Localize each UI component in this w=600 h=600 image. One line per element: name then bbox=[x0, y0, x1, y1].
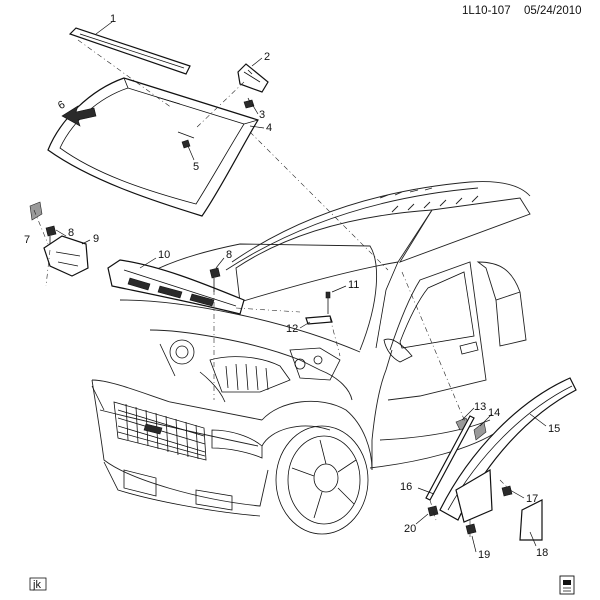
callout-14: 14 bbox=[488, 407, 500, 419]
diagram-date: 05/24/2010 bbox=[524, 5, 582, 17]
front-grille bbox=[113, 401, 207, 461]
svg-text:jk: jk bbox=[32, 579, 41, 591]
callout-8-left: 8 bbox=[68, 227, 74, 239]
vehicle-body bbox=[91, 181, 531, 535]
diagram-code: 1L10-107 bbox=[462, 5, 511, 17]
windshield-glass bbox=[47, 77, 259, 217]
hood-strut-bracket bbox=[325, 291, 331, 314]
callout-5: 5 bbox=[193, 161, 199, 173]
callout-15: 15 bbox=[548, 423, 560, 435]
windshield-upper-molding bbox=[68, 27, 191, 75]
hood-support-rod bbox=[425, 415, 475, 501]
pillar-clip-14 bbox=[473, 421, 487, 441]
callout-19: 19 bbox=[478, 549, 490, 561]
callout-numbers: 1 2 3 4 5 7 8 9 10 8 11 12 13 14 15 16 1… bbox=[24, 13, 560, 561]
author-mark: jk bbox=[29, 577, 47, 591]
callout-8-right: 8 bbox=[226, 249, 232, 261]
cowl-end-cap bbox=[43, 235, 89, 277]
cowl-clip bbox=[29, 201, 43, 221]
cowl-bolt-right bbox=[209, 267, 221, 292]
front-wheel bbox=[275, 425, 369, 535]
cowl-vent-panel bbox=[107, 259, 245, 315]
forward-direction-arrow: 6 bbox=[56, 99, 97, 127]
roof-rail bbox=[379, 187, 479, 213]
callout-13: 13 bbox=[474, 401, 486, 413]
callout-16: 16 bbox=[400, 481, 412, 493]
callout-10: 10 bbox=[158, 249, 170, 261]
callout-9: 9 bbox=[93, 233, 99, 245]
leader-lines bbox=[33, 21, 547, 553]
rod-nut-20 bbox=[427, 505, 439, 517]
push-pin-19 bbox=[465, 523, 477, 535]
front-door bbox=[383, 261, 487, 401]
callout-12: 12 bbox=[286, 323, 298, 335]
callout-11: 11 bbox=[348, 279, 359, 291]
callout-2: 2 bbox=[264, 51, 270, 63]
callout-20: 20 bbox=[404, 523, 416, 535]
bracket-screw bbox=[243, 97, 255, 109]
callout-7: 7 bbox=[24, 234, 30, 246]
mirror-bracket bbox=[237, 63, 269, 93]
gravel-shield bbox=[519, 499, 543, 541]
callout-4: 4 bbox=[266, 122, 272, 134]
arrow-label: 6 bbox=[56, 99, 67, 112]
callout-3: 3 bbox=[259, 109, 265, 121]
callout-1: 1 bbox=[110, 13, 116, 25]
engine-bay bbox=[159, 339, 341, 403]
callout-18: 18 bbox=[536, 547, 548, 559]
wheel-opening-molding bbox=[439, 377, 577, 523]
callout-17: 17 bbox=[526, 493, 538, 505]
document-icon bbox=[559, 575, 575, 595]
molding-screw-17 bbox=[501, 485, 513, 497]
hood-weatherstrip bbox=[305, 315, 333, 325]
